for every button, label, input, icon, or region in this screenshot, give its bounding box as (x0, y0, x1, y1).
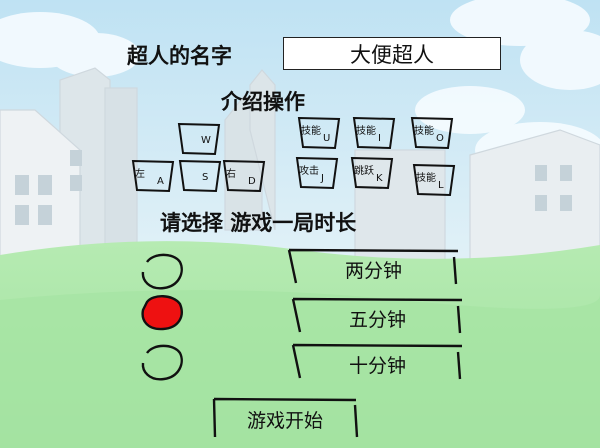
key-w: W (177, 122, 221, 156)
option-two-minutes-label: 两分钟 (344, 260, 402, 282)
radio-two-minutes[interactable] (139, 250, 185, 292)
key-d-action: 右 (226, 169, 236, 180)
key-l-action: 技能 (416, 173, 436, 184)
start-game-button[interactable]: 游戏开始 (210, 397, 360, 439)
hero-name-input[interactable]: 大便超人 (283, 37, 501, 70)
key-u-action: 技能 (301, 126, 321, 137)
key-i-action: 技能 (356, 126, 376, 137)
key-j-action: 攻击 (299, 166, 319, 177)
key-l-letter: L (438, 180, 444, 191)
option-ten-minutes[interactable]: 十分钟 (290, 343, 465, 383)
radio-five-minutes[interactable] (139, 292, 185, 334)
option-ten-minutes-label: 十分钟 (348, 355, 406, 377)
option-two-minutes[interactable]: 两分钟 (286, 248, 461, 288)
key-w-letter: W (201, 135, 211, 146)
radio-ten-minutes[interactable] (139, 341, 185, 383)
key-a-action: 左 (135, 169, 145, 180)
key-k-action: 跳跃 (354, 166, 374, 177)
start-game-label: 游戏开始 (246, 410, 323, 432)
key-k-letter: K (376, 173, 383, 184)
key-o-action: 技能 (414, 126, 434, 137)
key-d-letter: D (248, 176, 256, 187)
duration-title: 请选择 游戏一局时长 (160, 211, 357, 235)
key-o-letter: O (436, 133, 444, 144)
key-s-letter: S (202, 172, 209, 183)
option-five-minutes[interactable]: 五分钟 (290, 297, 465, 337)
key-s: S (178, 159, 222, 193)
key-a-letter: A (157, 176, 164, 187)
controls-title: 介绍操作 (221, 90, 305, 114)
option-five-minutes-label: 五分钟 (348, 309, 406, 331)
hero-name-label: 超人的名字 (127, 44, 232, 68)
key-j-letter: J (321, 173, 324, 184)
key-i-letter: I (378, 133, 381, 144)
key-u-letter: U (323, 133, 331, 144)
